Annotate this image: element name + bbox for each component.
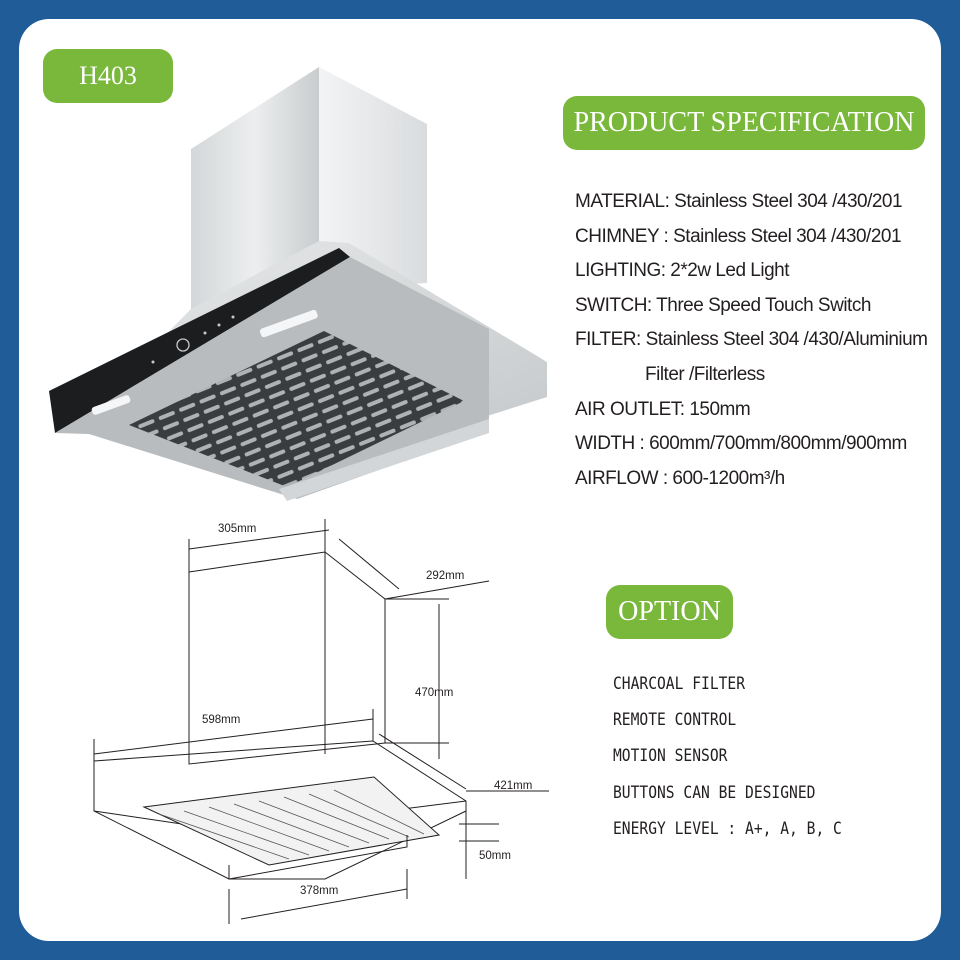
spec-item: FILTER: Stainless Steel 304 /430/Alumini… bbox=[575, 329, 928, 351]
touch-key-icon bbox=[203, 331, 207, 335]
glass-panel bbox=[49, 248, 350, 433]
chimney-side bbox=[319, 67, 427, 289]
option-item: CHARCOAL FILTER bbox=[613, 674, 746, 694]
spec-item: MATERIAL: Stainless Steel 304 /430/201 bbox=[575, 191, 903, 212]
dim-chimney-depth: 292mm bbox=[426, 570, 464, 582]
spec-item: AIR OUTLET: 150mm bbox=[575, 398, 751, 420]
chimney-front bbox=[191, 67, 319, 309]
touch-key-icon bbox=[231, 315, 235, 319]
front-lip bbox=[279, 419, 489, 501]
spec-card: 305mm 292mm 470mm 598mm 421mm 50mm 378mm… bbox=[19, 19, 941, 941]
range-hood-photo bbox=[49, 67, 547, 501]
dimension-drawing: 305mm 292mm 470mm 598mm 421mm 50mm 378mm bbox=[93, 519, 549, 924]
option-item: MOTION SENSOR bbox=[613, 746, 728, 767]
drawing-chimney bbox=[188, 551, 386, 765]
spec-item: LIGHTING: 2*2w Led Light bbox=[575, 260, 790, 282]
spec-title-badge: PRODUCT SPECIFICATION bbox=[563, 96, 925, 150]
option-list: CHARCOAL FILTER REMOTE CONTROL MOTION SE… bbox=[613, 666, 879, 847]
dim-chimney-height: 470mm bbox=[415, 687, 453, 699]
option-title-badge: OPTION bbox=[606, 585, 733, 639]
spec-item: CHIMNEY : Stainless Steel 304 /430/201 bbox=[575, 225, 902, 247]
led-light-icon bbox=[259, 309, 318, 338]
spec-list: MATERIAL: Stainless Steel 304 /430/201 C… bbox=[575, 185, 928, 496]
filter-grille bbox=[129, 331, 464, 487]
model-badge: H403 bbox=[43, 49, 173, 103]
led-light-icon bbox=[91, 395, 131, 415]
dim-hood-depth: 421mm bbox=[494, 780, 532, 792]
power-button-icon bbox=[176, 338, 190, 352]
dim-front-height: 50mm bbox=[479, 850, 511, 862]
spec-item: WIDTH : 600mm/700mm/800mm/900mm bbox=[575, 433, 907, 455]
option-item: BUTTONS CAN BE DESIGNED bbox=[613, 782, 816, 803]
option-item: ENERGY LEVEL : A+, A, B, C bbox=[613, 818, 842, 839]
spec-item: Filter /Filterless bbox=[645, 363, 765, 385]
touch-key-icon bbox=[151, 360, 155, 364]
dim-chimney-width: 305mm bbox=[218, 523, 256, 535]
spec-item: SWITCH: Three Speed Touch Switch bbox=[575, 294, 871, 316]
dim-hood-width: 598mm bbox=[202, 714, 240, 726]
dim-front-width: 378mm bbox=[300, 885, 338, 897]
touch-key-icon bbox=[217, 323, 221, 327]
spec-item: AIRFLOW : 600-1200m³/h bbox=[575, 467, 785, 489]
option-item: REMOTE CONTROL bbox=[613, 710, 737, 731]
